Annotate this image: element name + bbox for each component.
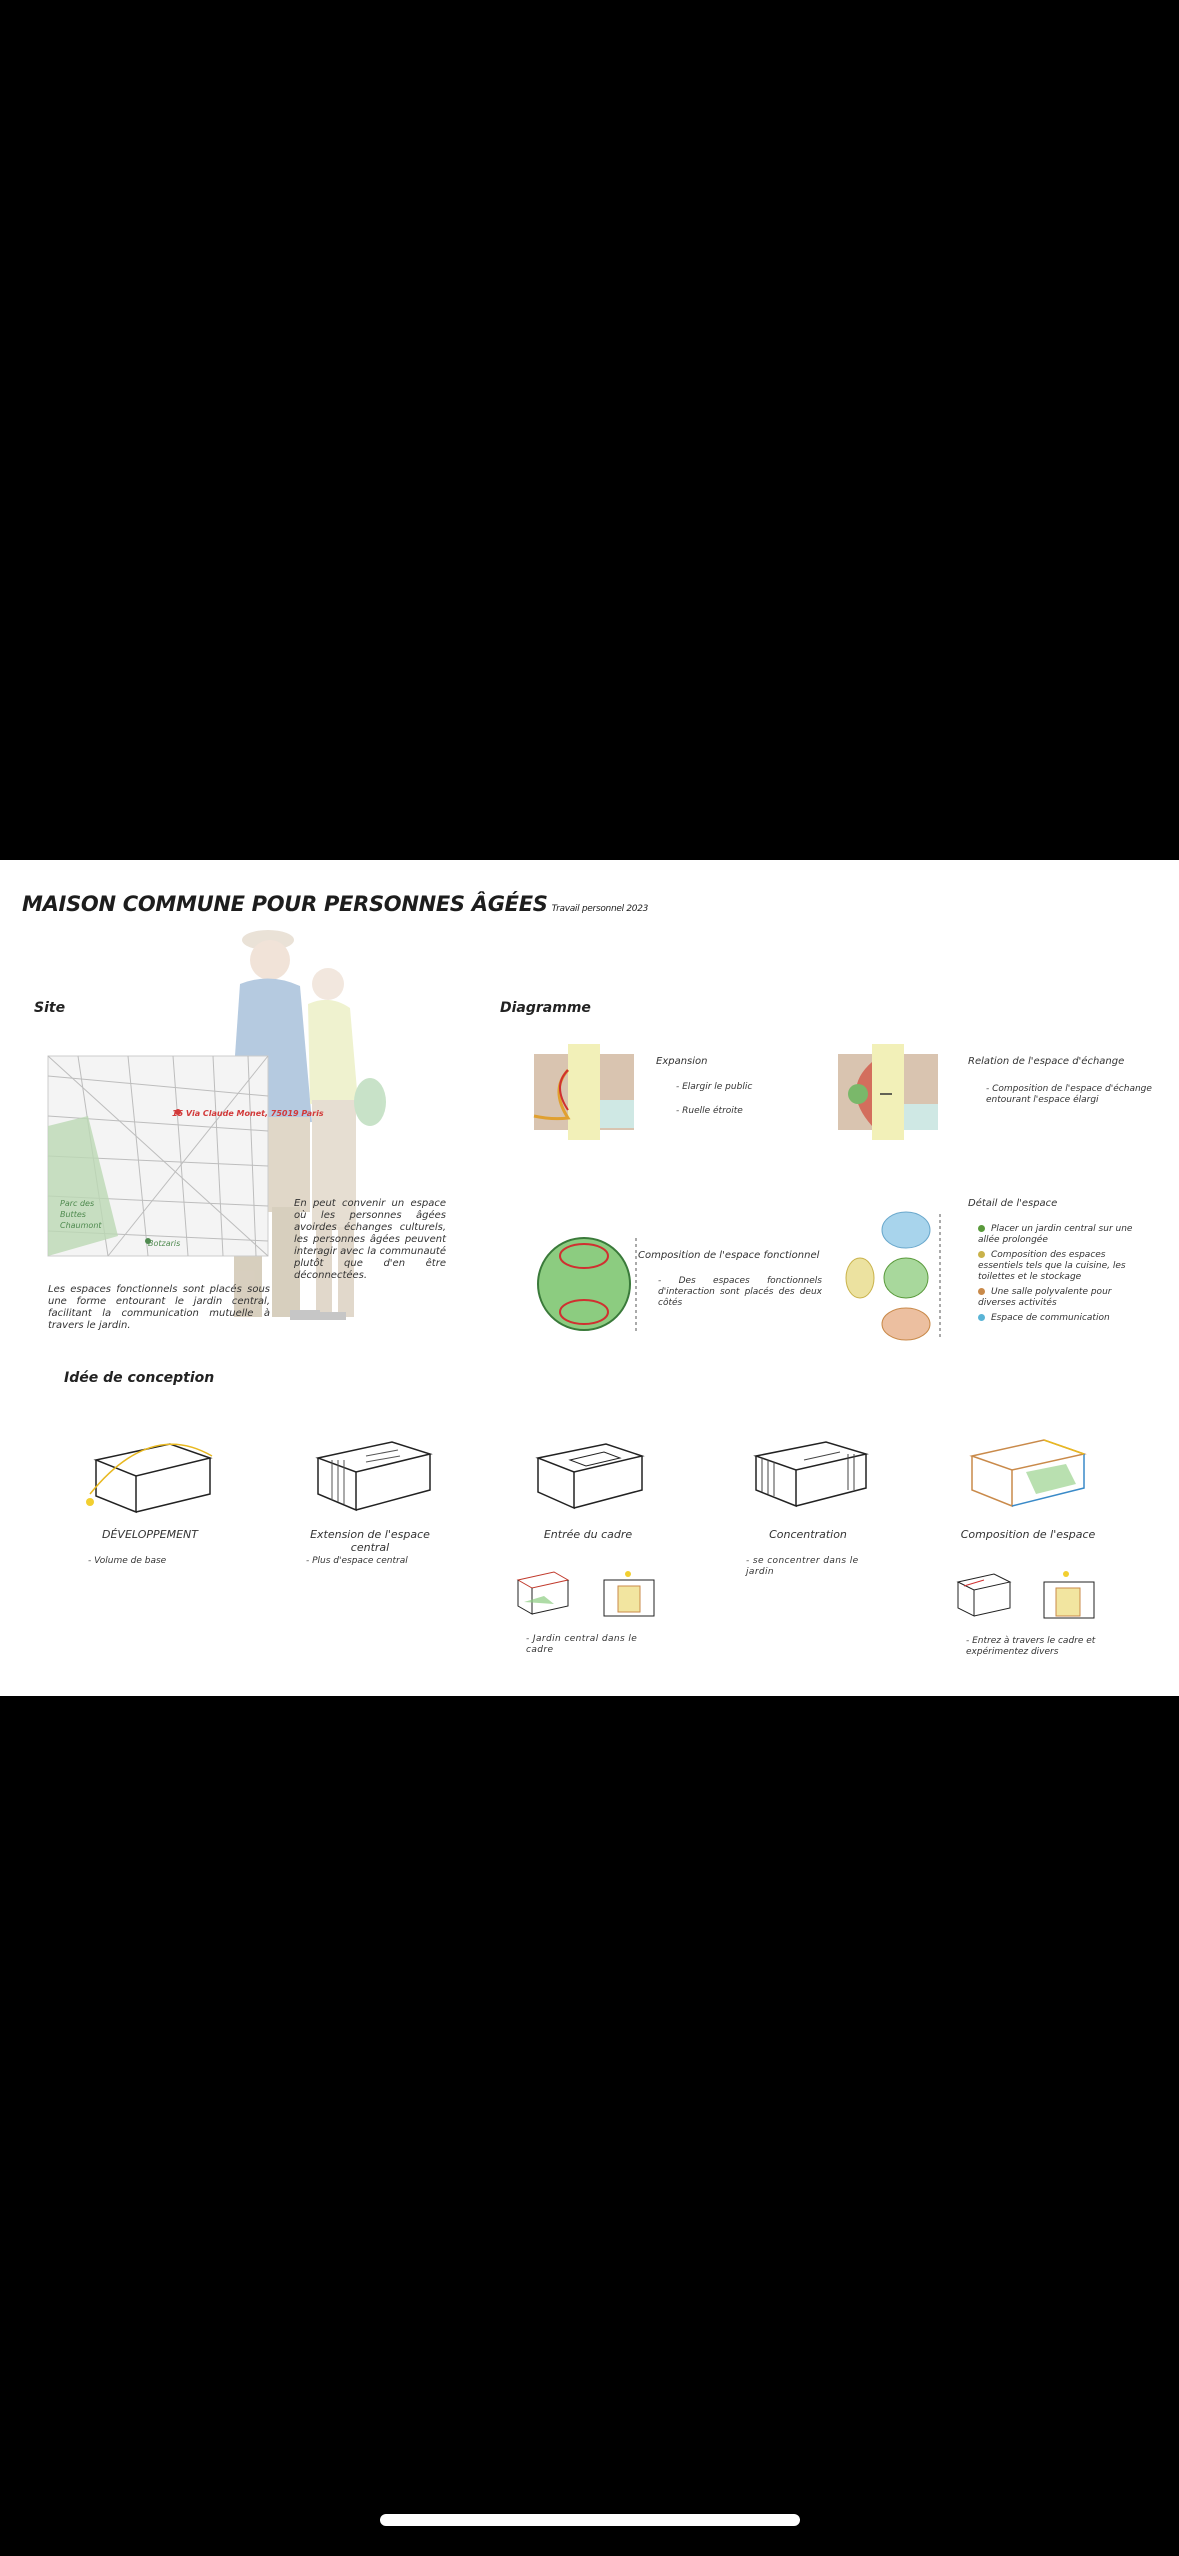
relation-title: Relation de l'espace d'échange: [968, 1056, 1125, 1067]
page-subtitle: Travail personnel 2023: [551, 904, 649, 914]
site-address: 15 Via Claude Monet, 75019 Paris: [172, 1109, 324, 1118]
diagram-heading: Diagramme: [500, 1000, 591, 1016]
concept-4-desc: - se concentrer dans le jardin: [746, 1556, 859, 1577]
composition-title: Composition de l'espace fonctionnel: [638, 1250, 820, 1261]
expansion-item-1: - Elargir le public: [676, 1082, 753, 1092]
site-map: [47, 1055, 269, 1257]
concept-5-sketch: [969, 1439, 1087, 1508]
concept-5-label: Composition de l'espace: [960, 1528, 1096, 1541]
composition-text: - Des espaces fonctionnels d'interaction…: [658, 1276, 822, 1308]
detail-item-4: Espace de communication: [978, 1313, 1150, 1324]
expansion-diagram: [533, 1044, 634, 1140]
green-dot-icon: [978, 1225, 985, 1232]
concept-3-sketch: [535, 1443, 645, 1510]
concept-4-sketch: [753, 1441, 869, 1508]
orange-dot-icon: [978, 1288, 985, 1295]
concept-2-sketch: [315, 1441, 433, 1512]
concept-5-detail-sketch: [956, 1571, 1095, 1619]
concept-1-label: DÉVELOPPEMENT: [102, 1528, 198, 1541]
title-text: MAISON COMMUNE POUR PERSONNES ÂGÉES: [22, 892, 548, 916]
detail-item-1: Placer un jardin central sur une allée p…: [978, 1224, 1150, 1246]
concept-1-desc: - Volume de base: [88, 1556, 167, 1566]
expansion-item-2: - Ruelle étroite: [676, 1106, 743, 1116]
blue-dot-icon: [978, 1314, 985, 1321]
concept-4-label: Concentration: [769, 1528, 847, 1541]
concept-3-desc: - Jardin central dans le cadre: [526, 1634, 638, 1655]
site-text-right: En peut convenir un espace où les person…: [294, 1198, 446, 1281]
site-text-left: Les espaces fonctionnels sont placés sou…: [48, 1284, 270, 1331]
concept-2-label: Extension de l'espace central: [310, 1528, 430, 1554]
detail-diagram: [845, 1211, 941, 1341]
concept-1-sketch: [86, 1443, 213, 1514]
relation-text: - Composition de l'espace d'échange ento…: [986, 1084, 1152, 1105]
detail-list: Placer un jardin central sur une allée p…: [978, 1224, 1150, 1324]
detail-item-2-text: Composition des espaces essentiels tels …: [978, 1250, 1126, 1282]
concept-3-detail-sketch: [516, 1571, 655, 1617]
detail-item-2: Composition des espaces essentiels tels …: [978, 1250, 1150, 1283]
detail-item-4-text: Espace de communication: [991, 1313, 1110, 1323]
home-indicator[interactable]: [380, 2514, 800, 2526]
park-label: Parc des Buttes Chaumont: [60, 1199, 102, 1230]
composition-diagram: [537, 1237, 637, 1332]
yellow-dot-icon: [978, 1251, 985, 1258]
concept-heading: Idée de conception: [64, 1370, 215, 1386]
concept-3-label: Entrée du cadre: [543, 1528, 633, 1541]
site-heading: Site: [34, 1000, 66, 1016]
detail-item-3-text: Une salle polyvalente pour diverses acti…: [978, 1287, 1112, 1308]
expansion-title: Expansion: [656, 1056, 708, 1067]
concept-2-desc: - Plus d'espace central: [306, 1556, 408, 1566]
detail-item-1-text: Placer un jardin central sur une allée p…: [978, 1224, 1133, 1245]
concept-5-desc: - Entrez à travers le cadre et expérimen…: [966, 1636, 1096, 1657]
detail-item-3: Une salle polyvalente pour diverses acti…: [978, 1287, 1150, 1309]
relation-diagram: [838, 1044, 938, 1140]
metro-label: Botzaris: [148, 1239, 181, 1248]
detail-title: Détail de l'espace: [968, 1198, 1058, 1209]
